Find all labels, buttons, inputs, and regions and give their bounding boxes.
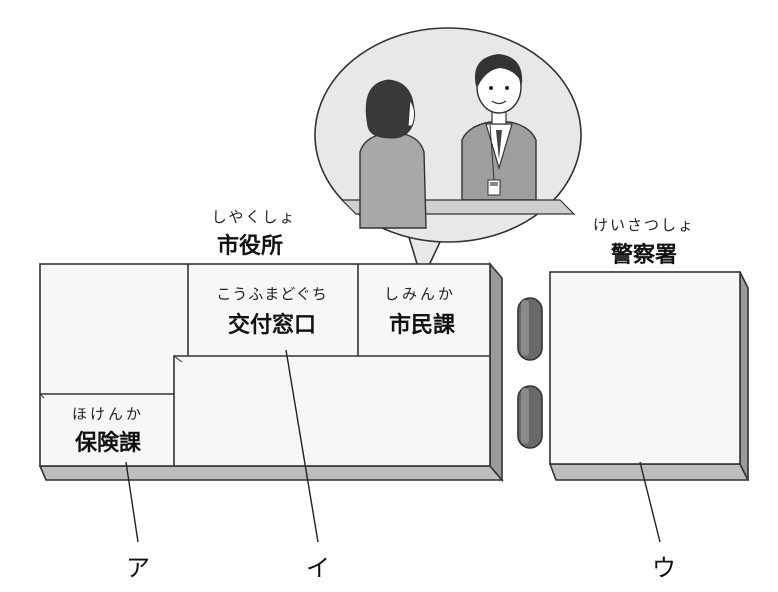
marker-i: イ <box>306 554 330 582</box>
police-ruby: けいさつしょ <box>593 216 695 234</box>
leader-lines <box>125 349 661 543</box>
marker-u: ウ <box>652 554 676 582</box>
police-station-building <box>548 271 750 481</box>
city-hall-building <box>38 261 504 483</box>
leader-line-a <box>125 461 139 543</box>
city-hall-ruby: しやくしょ <box>212 208 297 226</box>
dept-issuance-ruby: こうふまどぐち <box>216 285 328 303</box>
dept-issuance-name: 交付窓口 <box>228 312 316 338</box>
dept-insurance-name: 保険課 <box>74 430 142 456</box>
staff-person <box>461 54 537 201</box>
police-name: 警察署 <box>610 242 677 268</box>
dept-citizens-section: しみんか 市民課 <box>384 285 456 338</box>
leader-line-u <box>639 461 661 543</box>
dept-issuance-window: こうふまどぐち 交付窓口 <box>216 285 328 338</box>
dept-insurance-ruby: ほけんか <box>72 405 144 423</box>
dept-citizens-ruby: しみんか <box>384 285 456 303</box>
counter-scene <box>340 54 576 229</box>
dept-citizens-name: 市民課 <box>389 312 456 338</box>
city-hall-name: 市役所 <box>217 233 283 259</box>
pillars <box>517 297 543 449</box>
speech-bubble <box>314 27 582 283</box>
visitor-person <box>359 79 427 229</box>
dept-insurance-section: ほけんか 保険課 <box>72 405 144 456</box>
marker-a: ア <box>126 554 150 582</box>
leader-line-i <box>285 349 319 543</box>
